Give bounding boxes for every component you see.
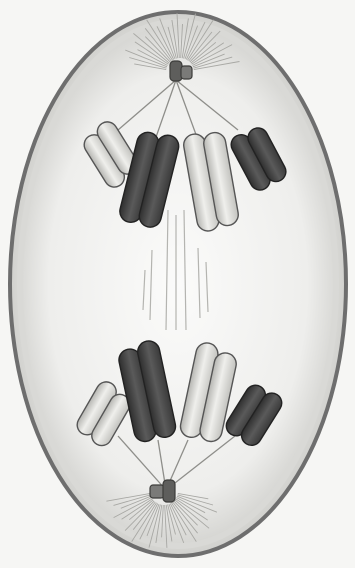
cell-membrane xyxy=(10,12,346,556)
